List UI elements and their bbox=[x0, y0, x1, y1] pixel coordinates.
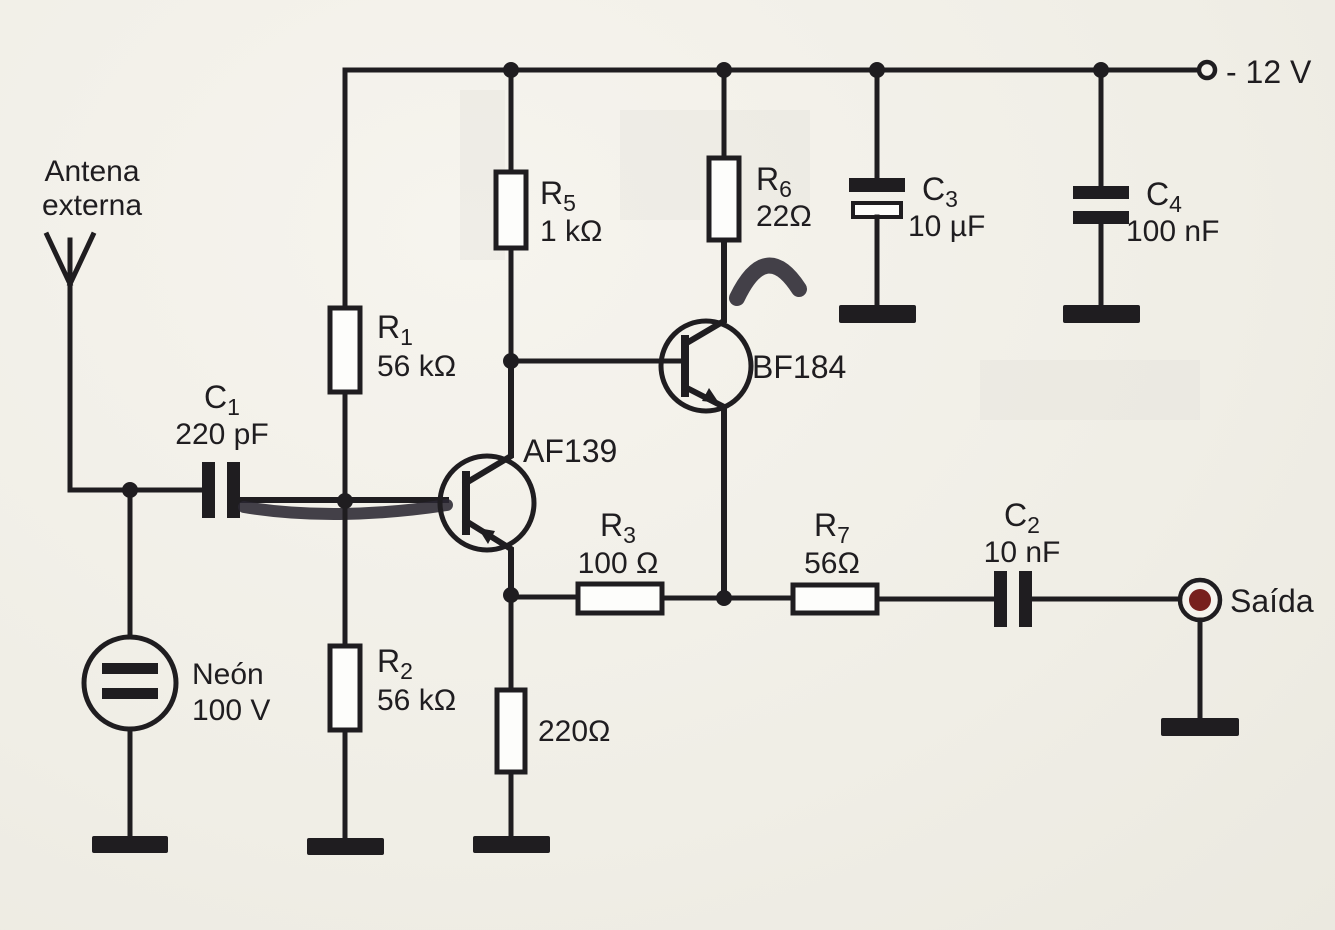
r3-resistor bbox=[575, 581, 665, 616]
c1-label: C1 bbox=[204, 379, 240, 420]
r5-label: R5 bbox=[540, 175, 576, 216]
transistor-body-icon bbox=[437, 453, 537, 553]
r1-value: 56 kΩ bbox=[377, 350, 456, 383]
collector-lead bbox=[680, 237, 727, 349]
emitter-arrow-icon bbox=[478, 528, 495, 544]
c2-label: C2 bbox=[1004, 497, 1040, 538]
r6-resistor bbox=[706, 155, 742, 243]
r6-value: 22Ω bbox=[756, 200, 812, 233]
r6-branch: R6 22Ω bbox=[706, 67, 812, 243]
r3-label: R3 bbox=[600, 507, 636, 548]
r7-label: R7 bbox=[814, 507, 850, 548]
r3-value: 100 Ω bbox=[578, 547, 659, 580]
neon-electrode bbox=[102, 663, 158, 674]
ground-icon bbox=[1161, 718, 1239, 736]
r-emitter-value: 220Ω bbox=[538, 715, 610, 748]
capacitor-plate bbox=[1019, 571, 1032, 627]
c3-value: 10 µF bbox=[908, 210, 985, 243]
transistor-af139: AF139 bbox=[437, 358, 617, 599]
r7-resistor bbox=[790, 582, 880, 616]
ground-icon bbox=[307, 838, 384, 855]
neon-label: Neón bbox=[192, 658, 264, 691]
transistor-bf184: BF184 bbox=[658, 237, 846, 600]
r2-value: 56 kΩ bbox=[377, 684, 456, 717]
transistor-body-icon bbox=[658, 318, 754, 414]
c4-value: 100 nF bbox=[1126, 215, 1219, 248]
bias-divider: R1 56 kΩ R2 56 kΩ bbox=[307, 67, 456, 855]
c1-capacitor: C1 220 pF bbox=[175, 379, 269, 518]
r5-value: 1 kΩ bbox=[540, 215, 602, 248]
capacitor-plate bbox=[994, 571, 1007, 627]
capacitor-plate bbox=[227, 462, 240, 518]
c1-value: 220 pF bbox=[175, 418, 268, 451]
neon-branch: Neón 100 V bbox=[81, 487, 270, 853]
supply-label: - 12 V bbox=[1226, 54, 1312, 90]
collector-lead bbox=[461, 358, 514, 488]
r2-label: R2 bbox=[377, 643, 413, 684]
supply-terminal-icon bbox=[1196, 59, 1218, 81]
ink-smudge bbox=[729, 257, 807, 306]
output-terminal-center bbox=[1189, 589, 1211, 611]
r5-resistor bbox=[493, 169, 529, 251]
ground-icon bbox=[1063, 305, 1140, 323]
output-branch: Saída bbox=[1161, 577, 1314, 736]
capacitor-plate bbox=[202, 462, 215, 518]
r6-label: R6 bbox=[756, 161, 792, 202]
emitter-branch: 220Ω bbox=[473, 587, 610, 853]
c4-label: C4 bbox=[1146, 176, 1182, 217]
c2-value: 10 nF bbox=[984, 536, 1061, 569]
r1-resistor bbox=[327, 305, 363, 395]
output-label: Saída bbox=[1230, 583, 1314, 619]
neon-value: 100 V bbox=[192, 694, 270, 727]
r7-value: 56Ω bbox=[804, 547, 860, 580]
paper-ghost bbox=[980, 360, 1200, 420]
neon-lamp-icon bbox=[81, 634, 179, 732]
ground-icon bbox=[473, 836, 550, 853]
neon-electrode bbox=[102, 688, 158, 699]
antenna-label-line2: externa bbox=[42, 189, 142, 222]
emitter-arrow-icon bbox=[702, 388, 719, 403]
c2-capacitor: C2 10 nF bbox=[984, 497, 1184, 627]
c3-branch: C3 10 µF bbox=[839, 67, 985, 323]
antenna-icon bbox=[43, 231, 97, 288]
r-emitter-resistor bbox=[494, 687, 528, 775]
c4-branch: C4 100 nF bbox=[1063, 67, 1219, 323]
ground-icon bbox=[839, 305, 916, 323]
emitter-lead bbox=[680, 382, 727, 600]
supply-rail: - 12 V bbox=[342, 54, 1312, 90]
q1-label: AF139 bbox=[523, 433, 617, 469]
r1-label: R1 bbox=[377, 309, 413, 350]
r5-branch: R5 1 kΩ bbox=[493, 67, 602, 369]
antenna-branch: Antena externa bbox=[42, 155, 205, 498]
c3-label: C3 bbox=[922, 171, 958, 212]
capacitor-plate bbox=[849, 178, 905, 192]
q2-label: BF184 bbox=[752, 349, 846, 385]
r2-resistor bbox=[327, 643, 363, 733]
r3-branch: R3 100 Ω bbox=[508, 507, 732, 616]
r7-branch: R7 56Ω bbox=[721, 507, 997, 616]
antenna-label-line1: Antena bbox=[44, 155, 139, 188]
ground-icon bbox=[92, 836, 168, 853]
capacitor-plate bbox=[1073, 186, 1129, 199]
capacitor-plate bbox=[1073, 211, 1129, 224]
